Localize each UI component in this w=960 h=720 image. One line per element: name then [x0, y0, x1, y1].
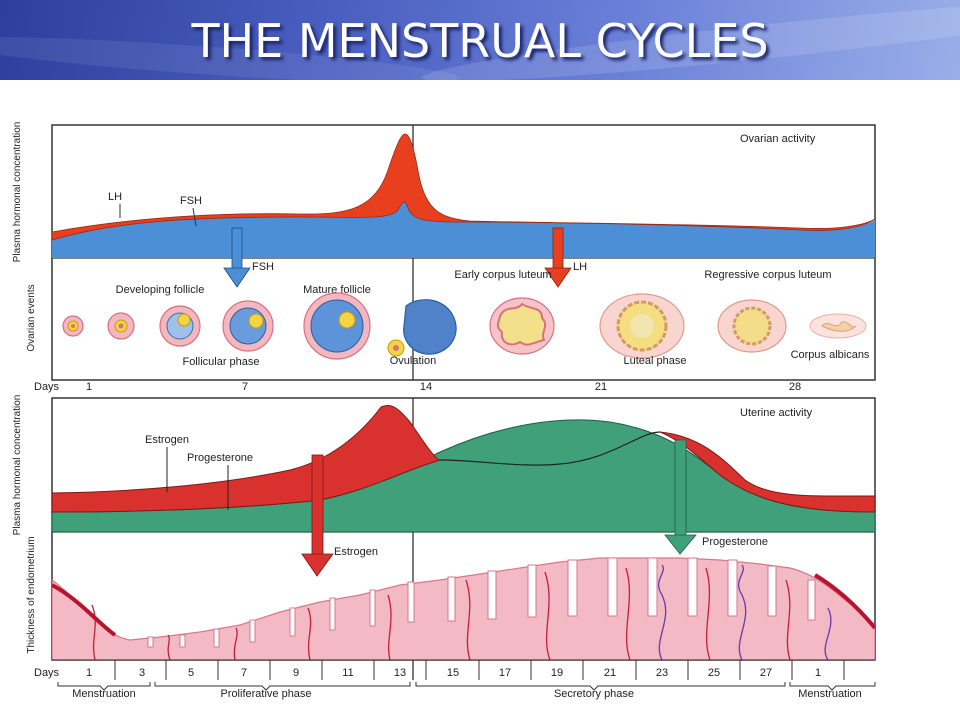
mature-follicle-label: Mature follicle	[303, 284, 371, 296]
lh-arrow-label: LH	[573, 261, 587, 273]
endometrium-thickness-axis-label: Thickness of endometrium	[26, 536, 37, 653]
phase-braces	[57, 682, 876, 691]
ovarian-day-tick: 21	[595, 381, 607, 393]
progesterone-label: Progesterone	[187, 452, 253, 464]
estrogen-label: Estrogen	[145, 434, 189, 446]
early-corpus-luteum	[489, 297, 555, 355]
uterine-day-tick: 5	[188, 667, 194, 679]
uterine-day-tick: 27	[760, 667, 772, 679]
ovarian-day-tick: 7	[242, 381, 248, 393]
luteal-corpus-luteum	[599, 293, 685, 359]
title-bar: THE MENSTRUAL CYCLES	[0, 0, 960, 80]
ovarian-axis-label: Plasma hormonal concentration	[12, 122, 23, 263]
ovarian-day-tick: 1	[86, 381, 92, 393]
follicle-stage-4	[222, 300, 274, 352]
corpus-albicans	[809, 313, 867, 339]
slide-title: THE MENSTRUAL CYCLES	[191, 14, 769, 68]
ovarian-day-tick: 28	[789, 381, 801, 393]
menstruation-phase-label: Menstruation	[72, 688, 136, 700]
progesterone-arrow-label: Progesterone	[702, 536, 768, 548]
uterine-day-tick: 11	[342, 667, 353, 679]
uterine-day-tick: 17	[499, 667, 511, 679]
secretory-phase-label: Secretory phase	[554, 688, 634, 700]
lh-label: LH	[108, 191, 122, 203]
uterine-axis-label: Plasma hormonal concentration	[12, 395, 23, 536]
fsh-arrow-label: FSH	[252, 261, 274, 273]
uterine-day-tick: 13	[394, 667, 406, 679]
fsh-label: FSH	[180, 195, 202, 207]
regressive-corpus-luteum-label: Regressive corpus luteum	[704, 269, 831, 281]
early-corpus-luteum-label: Early corpus luteum	[454, 269, 551, 281]
follicle-stage-3	[159, 305, 201, 347]
follicular-phase-label: Follicular phase	[182, 356, 259, 368]
fsh-arrow	[223, 227, 251, 288]
regressive-corpus-luteum	[717, 299, 787, 353]
uterine-day-tick: 9	[293, 667, 299, 679]
uterine-day-tick: 21	[604, 667, 616, 679]
uterine-day-tick: 25	[708, 667, 720, 679]
fsh-curve	[52, 202, 875, 258]
uterine-day-tick: 1	[815, 667, 821, 679]
progesterone-arrow	[664, 439, 697, 555]
lh-arrow	[544, 227, 572, 288]
menstrual-shedding-right	[813, 573, 875, 630]
uterine-day-tick: 15	[447, 667, 459, 679]
corpus-albicans-label: Corpus albicans	[791, 349, 870, 361]
follicle-stage-2	[107, 312, 135, 340]
follicle-stage-1	[62, 315, 84, 337]
menstrual-cycle-diagram: LH FSH Ovarian activity FSH LH Developin…	[12, 122, 876, 700]
menstruation-phase-label-2: Menstruation	[798, 688, 862, 700]
ovarian-days-label: Days	[34, 381, 60, 393]
endometrium	[52, 557, 875, 660]
estrogen-curve-follicular	[51, 405, 441, 513]
uterine-day-tick: 7	[241, 667, 247, 679]
follicle-stage-5-mature	[303, 292, 371, 360]
developing-follicle-label: Developing follicle	[116, 284, 205, 296]
lh-curve	[51, 133, 876, 241]
fsh-leader	[192, 207, 197, 227]
ovarian-activity-label: Ovarian activity	[740, 133, 816, 145]
proliferative-phase-label: Proliferative phase	[220, 688, 311, 700]
uterine-day-tick: 1	[86, 667, 92, 679]
uterine-day-tick: 3	[139, 667, 145, 679]
uterine-activity-label: Uterine activity	[740, 407, 813, 419]
uterine-day-tick: 23	[656, 667, 668, 679]
ovarian-events-axis-label: Ovarian events	[26, 284, 37, 351]
estrogen-arrow	[301, 454, 334, 577]
uterine-day-tick: 19	[551, 667, 563, 679]
estrogen-curve-line	[439, 431, 661, 466]
uterine-days-label: Days	[34, 667, 60, 679]
follicle-ovulating	[387, 299, 457, 357]
estrogen-arrow-label: Estrogen	[334, 546, 378, 558]
ovulation-label: Ovulation	[390, 355, 436, 367]
ovarian-day-tick: 14	[420, 381, 432, 393]
menstrual-shedding-left	[52, 583, 117, 637]
luteal-phase-label: Luteal phase	[624, 355, 687, 367]
